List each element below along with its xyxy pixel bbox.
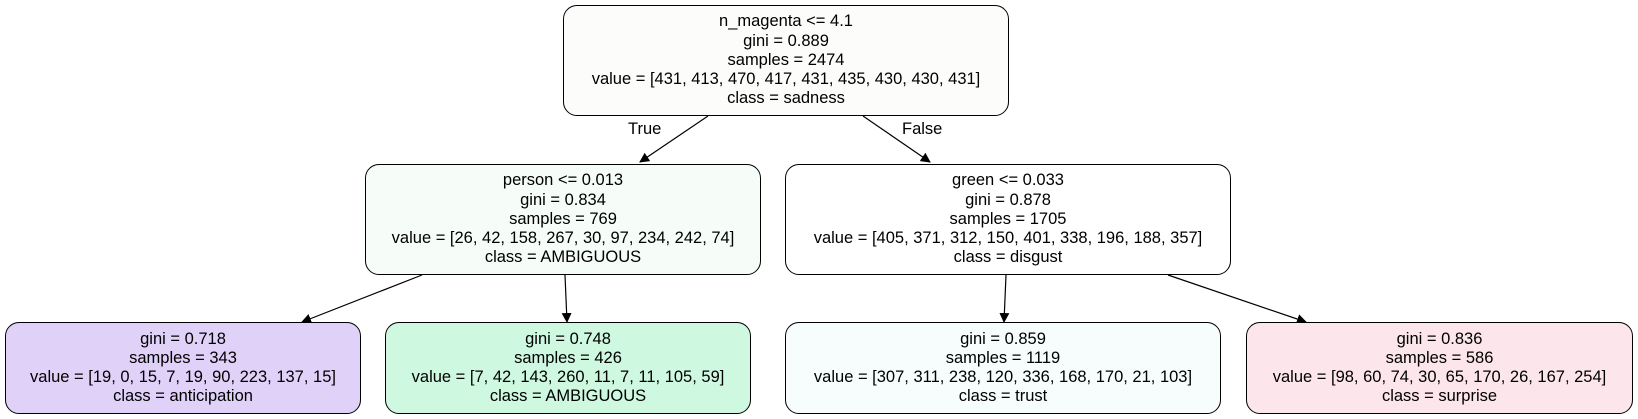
node-split: person <= 0.013 [502, 171, 624, 190]
node-value: value = [26, 42, 158, 267, 30, 97, 234, … [391, 229, 735, 248]
edge-right-leaf-rl [999, 274, 1010, 323]
tree-node-right[interactable]: green <= 0.033 gini = 0.878 samples = 17… [785, 164, 1231, 275]
node-samples: samples = 1119 [945, 348, 1061, 367]
node-value: value = [19, 0, 15, 7, 19, 90, 223, 137,… [30, 368, 336, 386]
tree-leaf-surprise[interactable]: gini = 0.836 samples = 586 value = [98, … [1246, 322, 1633, 414]
node-class: class = surprise [1381, 387, 1498, 406]
node-value: value = [98, 60, 74, 30, 65, 170, 26, 16… [1272, 368, 1607, 386]
tree-leaf-anticipation[interactable]: gini = 0.718 samples = 343 value = [19, … [5, 322, 361, 414]
node-gini: gini = 0.889 [743, 31, 829, 50]
node-class: class = disgust [953, 248, 1063, 267]
node-gini: gini = 0.718 [140, 329, 226, 348]
node-samples: samples = 586 [1385, 348, 1494, 367]
node-split: n_magenta <= 4.1 [719, 12, 853, 31]
edge-left-leaf-lr [561, 274, 572, 323]
node-value: value = [405, 371, 312, 150, 401, 338, 1… [813, 229, 1203, 248]
node-samples: samples = 1705 [949, 209, 1067, 228]
node-value: value = [7, 42, 143, 260, 11, 7, 11, 105… [411, 368, 725, 386]
edge-root-right [862, 115, 931, 163]
node-gini: gini = 0.878 [965, 190, 1051, 209]
tree-leaf-trust[interactable]: gini = 0.859 samples = 1119 value = [307… [785, 322, 1221, 414]
tree-node-left[interactable]: person <= 0.013 gini = 0.834 samples = 7… [365, 164, 761, 275]
node-samples: samples = 343 [129, 348, 237, 367]
node-class: class = trust [958, 387, 1048, 406]
edge-right-leaf-rr [1167, 274, 1307, 324]
node-class: class = AMBIGUOUS [489, 387, 647, 406]
node-gini: gini = 0.836 [1396, 329, 1483, 348]
node-gini: gini = 0.859 [960, 329, 1046, 348]
node-gini: gini = 0.834 [520, 190, 606, 209]
node-samples: samples = 2474 [727, 50, 845, 69]
node-split: green <= 0.033 [952, 171, 1064, 190]
node-class: class = sadness [727, 89, 845, 108]
node-value: value = [431, 413, 470, 417, 431, 435, 4… [591, 70, 981, 89]
node-value: value = [307, 311, 238, 120, 336, 168, 1… [813, 368, 1193, 386]
tree-leaf-ambiguous[interactable]: gini = 0.748 samples = 426 value = [7, 4… [385, 322, 751, 414]
node-class: class = anticipation [113, 387, 253, 406]
edge-label-true: True [628, 120, 662, 138]
edge-root-left [639, 115, 709, 163]
node-samples: samples = 769 [509, 209, 617, 228]
node-gini: gini = 0.748 [525, 329, 611, 348]
tree-node-root[interactable]: n_magenta <= 4.1 gini = 0.889 samples = … [563, 5, 1009, 116]
node-class: class = AMBIGUOUS [484, 248, 642, 267]
edge-left-leaf-ll [301, 274, 423, 324]
node-samples: samples = 426 [514, 348, 622, 367]
edge-label-false: False [902, 120, 943, 138]
